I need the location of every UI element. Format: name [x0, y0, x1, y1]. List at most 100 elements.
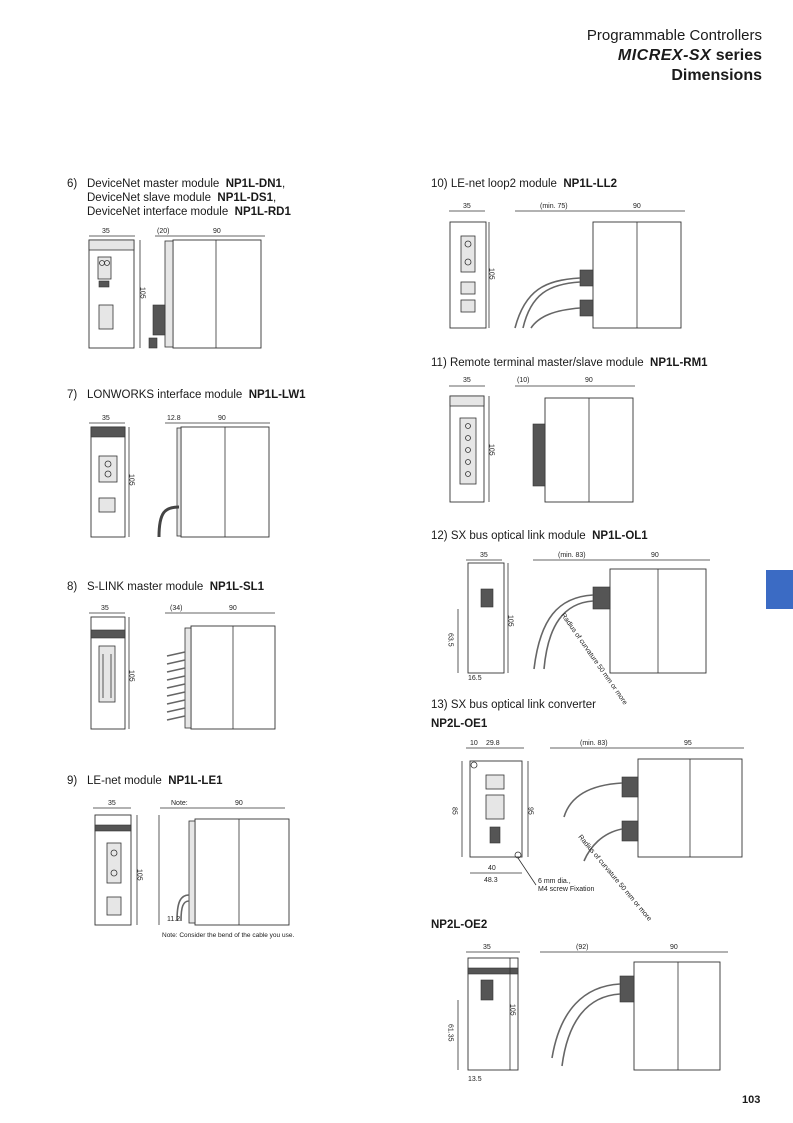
- dim-depth: 90: [651, 552, 659, 559]
- dim-depth: 90: [670, 944, 678, 951]
- caption-text: DeviceNet master module: [87, 178, 220, 190]
- dim-width: 35: [483, 944, 491, 951]
- dim-gap: 12.8: [167, 415, 181, 422]
- dim-gap: (min. 75): [540, 203, 568, 210]
- model-name: NP1L-DN1: [225, 178, 282, 190]
- caption-s8: 8) S-LINK master module NP1L-SL1: [67, 580, 264, 594]
- screw-note-2: M4 screw Fixation: [538, 886, 595, 893]
- model-oe1: NP2L-OE1: [431, 718, 488, 730]
- caption-number: 7): [67, 389, 78, 401]
- caption-text: LONWORKS interface module: [87, 389, 243, 401]
- caption-s9: 9) LE-net module NP1L-LE1: [67, 774, 223, 788]
- caption-text: SX bus optical link converter: [450, 699, 596, 711]
- drawing-s11: 35 (10) 90 105: [449, 377, 635, 503]
- header-title: Programmable Controllers: [586, 27, 762, 44]
- dim-gap: (92): [576, 944, 588, 951]
- caption-s12: 12) SX bus optical link module NP1L-OL1: [431, 529, 648, 543]
- drawing-s7: 35 12.8 90 105: [89, 415, 270, 538]
- brand-logo: MICREX-SX: [617, 47, 712, 64]
- drawing-s12: 35 (min. 83) 90 105 63.5 16.5 Radius of …: [447, 552, 710, 706]
- model-name: NP1L-DS1: [217, 192, 274, 204]
- dim-height: 105: [507, 615, 514, 627]
- page-header: Programmable Controllers MICREX-SX serie…: [587, 26, 762, 86]
- dim-height: 105: [488, 268, 495, 280]
- caption-s11: 11) Remote terminal master/slave module …: [431, 356, 708, 370]
- dim-depth: 90: [633, 203, 641, 210]
- dim-w2: 48.3: [484, 877, 498, 884]
- dim-gap: (34): [170, 605, 182, 612]
- dim-a: 10: [470, 740, 478, 747]
- series-label: series: [715, 47, 762, 64]
- caption-sep: ,: [281, 178, 286, 190]
- caption-sep: ,: [273, 192, 277, 204]
- caption-number: 12): [431, 530, 448, 542]
- caption-text: Remote terminal master/slave module: [449, 357, 644, 369]
- model-name: NP1L-RD1: [234, 206, 291, 218]
- page-number: 103: [742, 1094, 761, 1106]
- dim-gap: (20): [157, 228, 169, 235]
- caption-number: 8): [67, 581, 78, 593]
- dim-gap: (min. 83): [558, 552, 586, 559]
- dim-depth: 90: [235, 800, 243, 807]
- dim-width: 35: [480, 552, 488, 559]
- drawing-s10: 35 (min. 75) 90 105: [449, 203, 685, 329]
- drawing-s9: 35 Note: 90 105 11.2: [93, 800, 290, 926]
- header-series: MICREX-SX series: [587, 46, 762, 66]
- dim-small: 11.2: [167, 916, 180, 923]
- model-name: NP1L-LE1: [168, 775, 223, 787]
- dim-bottom: 13.5: [468, 1076, 482, 1083]
- dim-width: 35: [102, 415, 110, 422]
- dim-height: 105: [128, 670, 135, 682]
- caption-s7: 7) LONWORKS interface module NP1L-LW1: [67, 388, 306, 402]
- caption-text: LE-net module: [87, 775, 162, 787]
- model-name: NP1L-LW1: [248, 389, 306, 401]
- caption-text: LE-net loop2 module: [450, 178, 557, 190]
- model-name: NP1L-OL1: [592, 530, 648, 542]
- caption-text: SX bus optical link module: [450, 530, 586, 542]
- header-section: Dimensions: [671, 67, 762, 84]
- caption-text: S-LINK master module: [87, 581, 204, 593]
- caption-number: 13): [431, 699, 448, 711]
- dim-h1: 85: [451, 807, 458, 815]
- caption-text: DeviceNet interface module: [87, 206, 229, 218]
- dim-height: 105: [136, 869, 143, 881]
- drawing-oe2: 35 (92) 90 105 61.35 13.5: [447, 944, 728, 1083]
- drawing-s6: 35 (20) 90 105: [88, 228, 265, 349]
- dim-pos: 61.35: [447, 1024, 454, 1042]
- dim-depth: 95: [684, 740, 692, 747]
- caption-number: 6): [67, 178, 78, 190]
- model-name: NP1L-SL1: [209, 581, 265, 593]
- dim-depth: 90: [218, 415, 226, 422]
- dim-gap: (min. 83): [580, 740, 608, 747]
- dim-height: 105: [509, 1004, 516, 1016]
- dim-width: 35: [463, 377, 471, 384]
- caption-text: DeviceNet slave module: [87, 192, 212, 204]
- caption-s13: 13) SX bus optical link converter: [431, 698, 596, 712]
- drawing-s8: 35 (34) 90 105: [89, 605, 276, 730]
- caption-number: 11): [431, 357, 447, 369]
- s9-note: Note: Consider the bend of the cable you…: [162, 932, 295, 939]
- dim-w1: 40: [488, 865, 496, 872]
- drawing-oe1: 10 29.8 (min. 83) 95 85 95 40 48.3 6 mm …: [451, 740, 744, 923]
- dim-height: 105: [488, 444, 495, 456]
- model-oe2: NP2L-OE2: [431, 919, 488, 931]
- screw-note-1: 6 mm dia.,: [538, 878, 571, 885]
- dim-height: 105: [128, 474, 135, 486]
- dim-bottom: 16.5: [468, 675, 482, 682]
- caption-s6: 6) DeviceNet master module NP1L-DN1, Devi…: [67, 177, 291, 219]
- model-name: NP1L-LL2: [563, 178, 618, 190]
- caption-number: 9): [67, 775, 78, 787]
- dim-width: 35: [108, 800, 116, 807]
- dim-width: 35: [102, 228, 110, 235]
- model-name: NP1L-RM1: [650, 357, 708, 369]
- dim-gap: (10): [517, 377, 529, 384]
- dim-depth: 90: [229, 605, 237, 612]
- dim-depth: 90: [213, 228, 221, 235]
- caption-number: 10): [431, 178, 448, 190]
- dim-h2: 95: [527, 807, 534, 815]
- caption-s10: 10) LE-net loop2 module NP1L-LL2: [431, 177, 617, 191]
- section-tab: [766, 570, 793, 609]
- dim-height: 105: [139, 287, 146, 299]
- dim-depth: 90: [585, 377, 593, 384]
- dim-gap: Note:: [171, 800, 188, 807]
